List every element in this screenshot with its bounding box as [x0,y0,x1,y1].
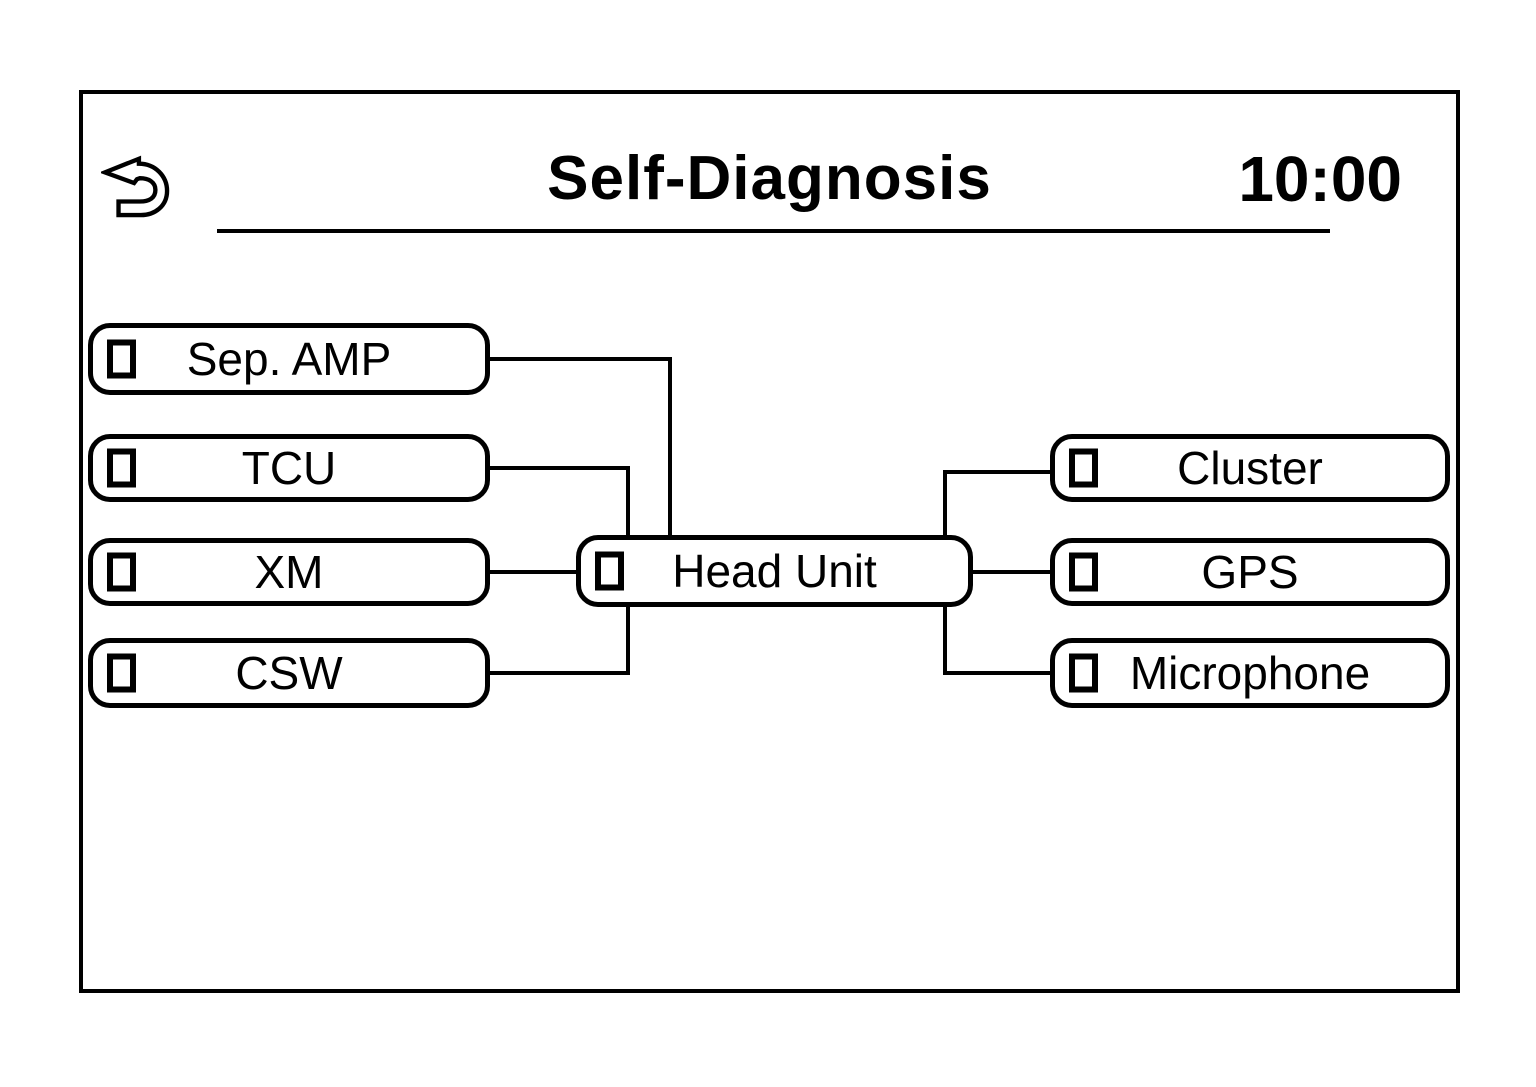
back-arrow-icon [101,155,170,218]
connector-xm-h [490,570,580,574]
connector-microphone-v [943,604,947,675]
connector-microphone-h [943,671,1052,675]
connector-sep-amp-h [490,357,672,361]
page-title: Self-Diagnosis [547,144,992,213]
node-label: Microphone [1129,647,1371,699]
connector-gps-h [971,570,1052,574]
node-label: TCU [241,442,337,494]
status-box-icon [107,552,136,592]
node-label: Cluster [1177,442,1323,494]
back-button[interactable] [101,150,175,220]
node-label: CSW [235,647,343,699]
node-microphone[interactable]: Microphone [1050,638,1450,708]
connector-csw-h [490,671,630,675]
node-tcu[interactable]: TCU [88,434,490,502]
connector-csw-v [626,604,630,675]
connector-cluster-v [943,470,947,538]
status-box-icon [107,653,136,693]
connector-cluster-h [943,470,1052,474]
node-gps[interactable]: GPS [1050,538,1450,606]
node-label: Head Unit [672,545,877,597]
node-head-unit[interactable]: Head Unit [576,535,973,607]
node-xm[interactable]: XM [88,538,490,606]
clock: 10:00 [1238,143,1402,215]
status-box-icon [107,339,136,379]
node-csw[interactable]: CSW [88,638,490,708]
status-box-icon [1069,448,1098,488]
status-box-icon [595,551,624,591]
connector-tcu-v [626,466,630,537]
node-cluster[interactable]: Cluster [1050,434,1450,502]
connector-sep-amp-v [668,357,672,537]
status-box-icon [1069,653,1098,693]
title-underline [217,229,1330,233]
status-box-icon [107,448,136,488]
node-label: Sep. AMP [186,333,392,385]
status-box-icon [1069,552,1098,592]
node-sep-amp[interactable]: Sep. AMP [88,323,490,395]
connector-tcu-h [490,466,630,470]
node-label: XM [254,546,324,598]
node-label: GPS [1201,546,1299,598]
